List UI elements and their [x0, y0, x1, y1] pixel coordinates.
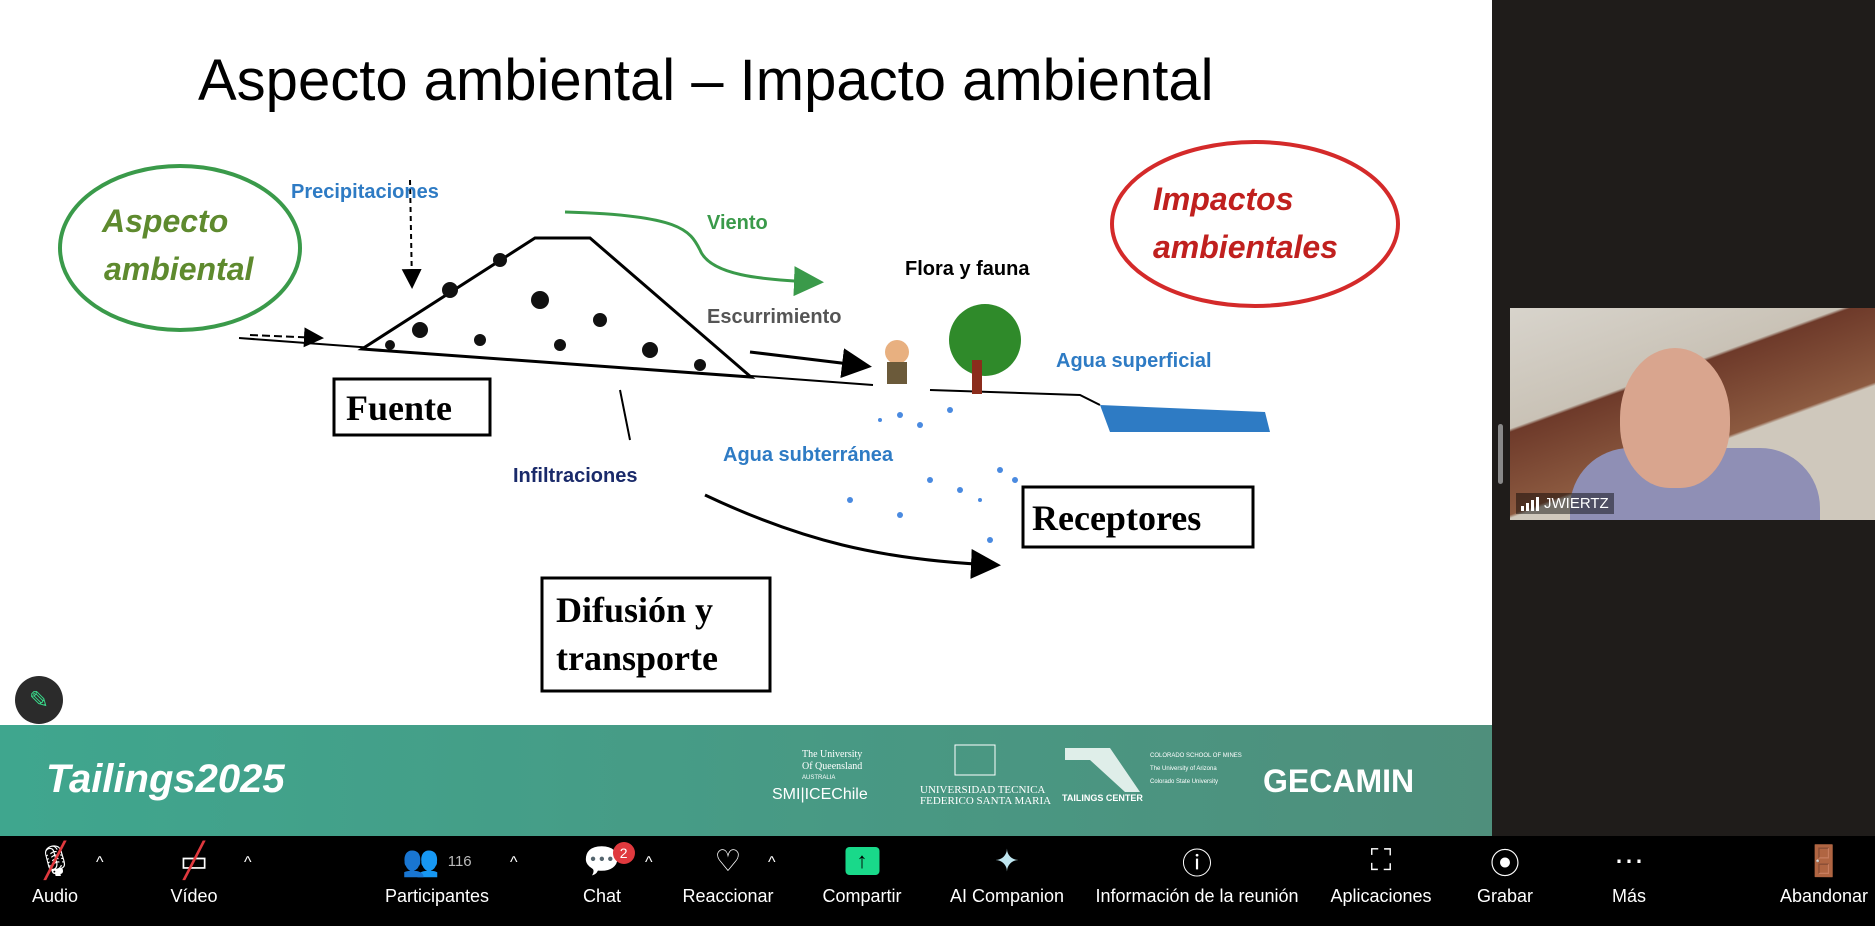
person-icon: [885, 340, 909, 364]
heart-icon: ♡: [714, 844, 742, 878]
label-precipitaciones: Precipitaciones: [291, 181, 439, 203]
fuente-label: Fuente: [346, 388, 452, 428]
utfsm-logo-1: UNIVERSIDAD TECNICA: [920, 784, 1045, 796]
receptores-label: Receptores: [1032, 498, 1201, 538]
signal-icon: [1521, 496, 1539, 511]
aspecto-ellipse: [58, 164, 302, 332]
audio-options-caret[interactable]: ^: [96, 854, 104, 871]
participant-face: [1620, 348, 1730, 488]
difusion-label-2: transporte: [556, 638, 718, 678]
label-escurrimiento: Escurrimiento: [707, 306, 841, 328]
utfsm-crest: [954, 744, 996, 776]
utfsm-logo-2: FEDERICO SANTA MARIA: [920, 795, 1051, 807]
tailings-center-logo: TAILINGS CENTER: [1062, 793, 1143, 803]
apps-label: Aplicaciones: [1330, 886, 1432, 906]
impactos-label-1: Impactos: [1153, 181, 1293, 217]
participant-video-tile[interactable]: JWIERTZ: [1510, 308, 1875, 520]
uq-logo-1: The University: [802, 749, 862, 760]
receptores-box: [1021, 485, 1255, 549]
chat-options-caret[interactable]: ^: [645, 854, 653, 871]
record-button[interactable]: ⦿ Grabar: [1477, 836, 1533, 926]
muted-mic-icon: 🎙╱: [35, 842, 75, 880]
annotate-pen-button[interactable]: ✎: [15, 676, 63, 724]
pen-icon: ✎: [28, 686, 50, 714]
info-label: Información de la reunión: [1095, 886, 1299, 906]
leave-door-icon: 🚪: [1805, 844, 1843, 878]
audio-button[interactable]: 🎙╱ Audio: [32, 836, 78, 926]
share-label: Compartir: [822, 886, 902, 906]
more-label: Más: [1611, 886, 1647, 906]
record-icon: ⦿: [1490, 848, 1520, 881]
label-agua-superficial: Agua superficial: [1056, 350, 1212, 372]
participants-icon: 👥: [402, 844, 440, 878]
uq-logo-2: Of Queensland: [802, 761, 862, 772]
label-agua-subterranea: Agua subterránea: [723, 444, 894, 466]
difusion-label-1: Difusión y: [556, 590, 713, 630]
aspecto-label-2: ambiental: [104, 251, 254, 287]
uq-logo-3: AUSTRALIA: [802, 775, 835, 781]
leave-button[interactable]: 🚪 Abandonar: [1780, 836, 1868, 926]
more-icon: ⋯: [1613, 844, 1644, 878]
impactos-label-2: ambientales: [1153, 229, 1338, 265]
panel-resize-handle[interactable]: [1498, 424, 1503, 484]
water-body: [1100, 405, 1270, 432]
react-label: Reaccionar: [682, 886, 774, 906]
apps-button[interactable]: ⛶ Aplicaciones: [1330, 836, 1431, 926]
impactos-ellipse: [1110, 140, 1400, 308]
video-off-icon: ▭╱: [179, 842, 209, 880]
gecamin-logo: GECAMIN: [1263, 763, 1414, 799]
tailings-center-mark: [1065, 748, 1140, 792]
chat-label: Chat: [582, 886, 622, 906]
participant-name-tag: JWIERTZ: [1516, 493, 1614, 514]
leave-label: Abandonar: [1779, 886, 1869, 906]
smi-logo: SMI|ICEChile: [772, 786, 868, 803]
label-infiltraciones: Infiltraciones: [513, 465, 637, 487]
shared-slide: Aspecto ambiental – Impacto ambiental As…: [0, 0, 1492, 836]
partner-1: COLORADO SCHOOL OF MINES: [1150, 753, 1242, 759]
video-label: Vídeo: [170, 886, 218, 906]
footer-brand: Tailings2025: [46, 757, 285, 801]
pile-rocks: [385, 253, 706, 371]
participants-options-caret[interactable]: ^: [510, 854, 518, 871]
fuente-box: [332, 377, 492, 437]
share-button[interactable]: ↑ Compartir: [822, 836, 902, 926]
react-options-caret[interactable]: ^: [768, 854, 776, 871]
video-button[interactable]: ▭╱ Vídeo: [170, 836, 217, 926]
more-button[interactable]: ⋯ Más: [1612, 836, 1646, 926]
sparkle-icon: ✦: [994, 844, 1020, 878]
aspecto-label-1: Aspecto: [101, 203, 228, 239]
audio-label: Audio: [31, 886, 79, 906]
partner-3: Colorado State University: [1150, 779, 1218, 785]
react-button[interactable]: ♡ Reaccionar: [682, 836, 773, 926]
tailings-pile: [357, 236, 756, 379]
info-icon: ⓘ: [1182, 848, 1212, 881]
apps-icon: ⛶: [1370, 844, 1392, 877]
participants-count: 116: [447, 852, 472, 870]
footer-band: [0, 725, 1492, 836]
difusion-box: [540, 576, 772, 693]
ai-label: AI Companion: [949, 886, 1065, 906]
label-viento: Viento: [707, 212, 768, 234]
slide-title: Aspecto ambiental – Impacto ambiental: [198, 48, 1214, 113]
ai-companion-button[interactable]: ✦ AI Companion: [950, 836, 1064, 926]
participant-name: JWIERTZ: [1544, 495, 1609, 512]
participants-label: Participantes: [384, 886, 490, 906]
partner-2: The University of Arizona: [1150, 766, 1217, 772]
chat-badge: 2: [612, 842, 635, 864]
video-options-caret[interactable]: ^: [244, 854, 252, 871]
record-label: Grabar: [1476, 886, 1534, 906]
share-up-arrow-icon: ↑: [844, 847, 879, 875]
groundwater-drops: [847, 407, 1018, 543]
label-flora: Flora y fauna: [905, 258, 1030, 280]
tree-icon: [949, 304, 1021, 376]
